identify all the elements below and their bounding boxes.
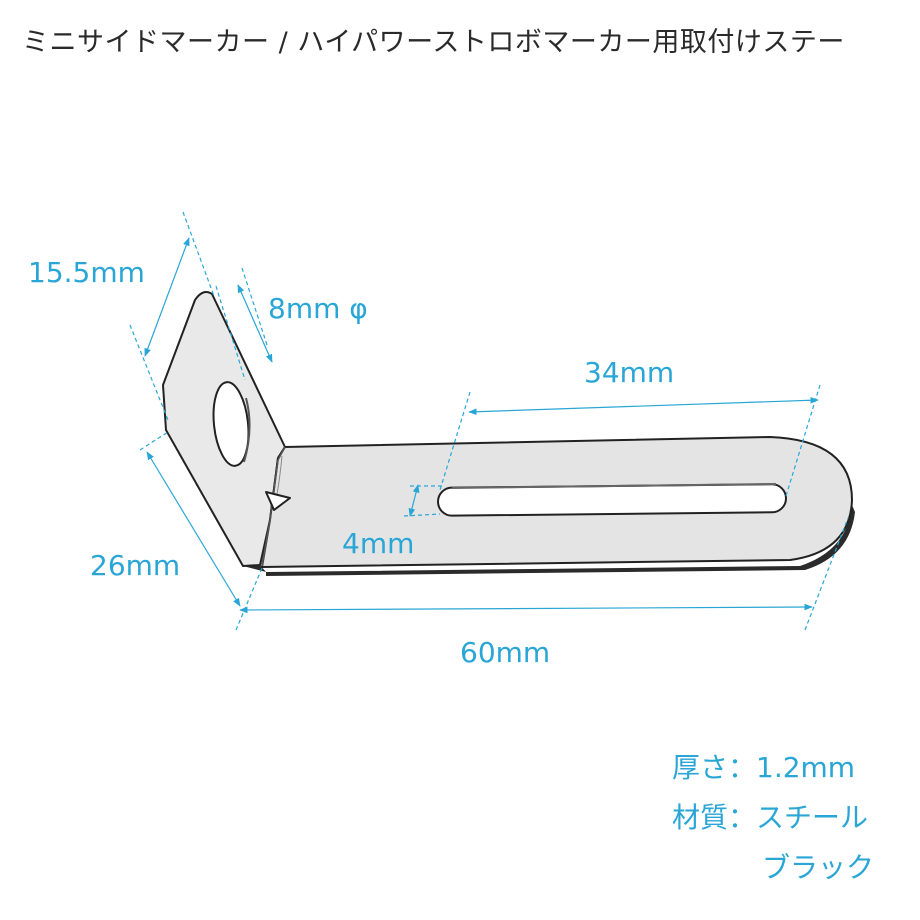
dim-label-depth: 26mm — [90, 549, 180, 582]
page-title: ミニサイドマーカー / ハイパワーストロボマーカー用取付けステー — [22, 27, 845, 58]
bracket-shape — [162, 291, 855, 576]
spec-thickness: 厚さ：1.2mm — [672, 751, 856, 784]
dim-label-height: 15.5mm — [28, 256, 145, 289]
spec-list: 厚さ：1.2mm 材質：スチール ブラック — [672, 743, 874, 893]
dim-label-length: 60mm — [460, 636, 550, 669]
spec-color: ブラック — [762, 851, 875, 884]
dim-label-slot-width: 4mm — [342, 527, 414, 560]
spec-material: 材質：スチール — [672, 801, 869, 834]
dim-label-hole: 8mm φ — [268, 292, 368, 325]
dim-label-slot-length: 34mm — [584, 356, 674, 389]
dimension-lines — [129, 211, 849, 631]
